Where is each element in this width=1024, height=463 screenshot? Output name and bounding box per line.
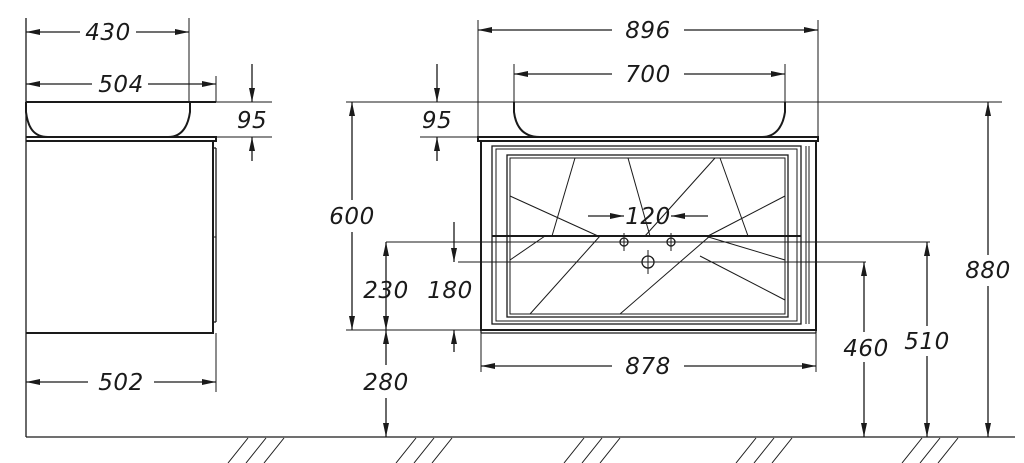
front-cabinet	[480, 140, 817, 331]
dim-drain-height: 460	[843, 336, 888, 362]
floor	[26, 436, 1015, 463]
front-view: 896 700 95 600 120 230 180	[329, 18, 1010, 437]
dim-front-top-width: 896	[625, 18, 670, 44]
dim-side-cabinet-depth: 502	[98, 370, 143, 396]
dim-tap-hole-spacing: 120	[625, 204, 670, 230]
floor-hatching	[227, 437, 959, 463]
dim-side-basin-depth: 504	[98, 72, 143, 98]
side-basin	[25, 102, 191, 138]
dim-side-top-depth: 430	[85, 20, 130, 46]
front-countertop	[477, 136, 819, 142]
front-basin	[513, 102, 786, 138]
side-view: 430 504 95 502	[25, 18, 272, 437]
dim-floor-clearance: 280	[363, 370, 408, 396]
dim-drawer-height: 230	[363, 278, 408, 304]
dim-cabinet-width: 878	[625, 354, 670, 380]
dim-side-basin-height: 95	[237, 108, 267, 134]
side-cabinet	[26, 140, 214, 334]
dim-lower-drawer-height: 180	[427, 278, 472, 304]
dim-front-cabinet-height: 600	[329, 204, 374, 230]
glass-pattern	[509, 157, 786, 315]
dim-tap-height: 510	[904, 329, 949, 355]
dim-total-height: 880	[965, 258, 1010, 284]
dim-front-basin-width: 700	[625, 62, 670, 88]
dim-front-basin-height: 95	[422, 108, 452, 134]
